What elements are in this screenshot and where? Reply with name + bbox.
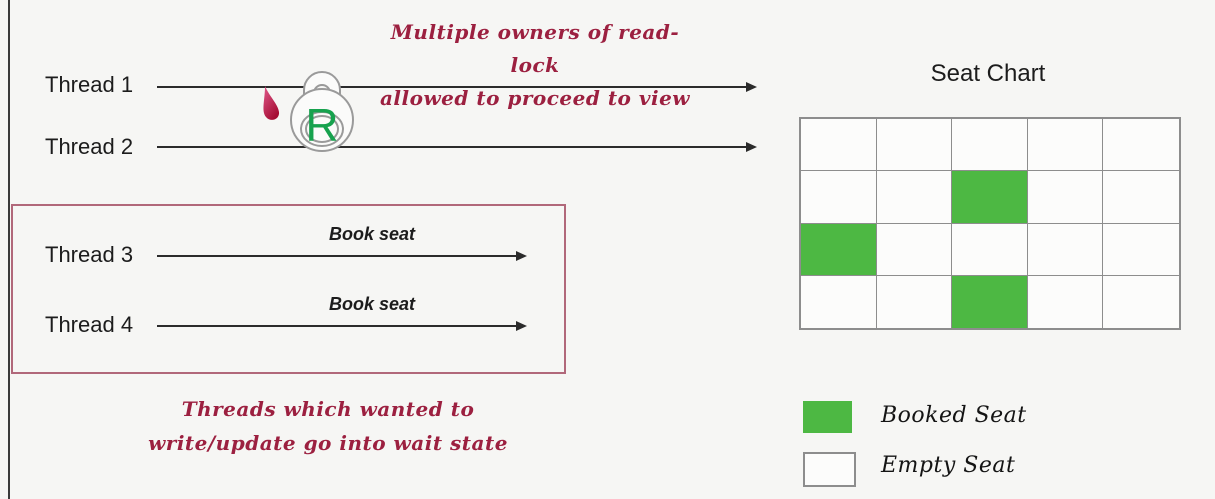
seat-cell-empty: [801, 119, 877, 172]
read-lock-icon: R: [290, 71, 354, 152]
seat-cell-empty: [876, 171, 953, 224]
thread-3-arrow-line: [157, 255, 516, 257]
thread-1-arrow-line: [157, 86, 746, 88]
wait-state-annotation: Threads which wanted to write/update go …: [128, 392, 528, 460]
thread-4-arrowhead-icon: [516, 321, 527, 331]
thread-1-label: Thread 1: [45, 72, 134, 97]
seat-cell-empty: [1103, 275, 1179, 328]
seat-cell-empty: [876, 119, 953, 172]
thread-2-arrow-line: [157, 146, 746, 148]
left-vertical-rule: [8, 0, 10, 499]
thread-4-arrow-line: [157, 325, 516, 327]
seat-cell-empty: [952, 223, 1028, 276]
legend-empty-label: Empty Seat: [881, 453, 1016, 478]
thread-4-label: Thread 4: [45, 312, 134, 337]
thread-3-arrow-caption: Book seat: [328, 224, 416, 244]
seat-cell-empty: [1027, 119, 1104, 172]
seat-cell-empty: [876, 223, 953, 276]
seat-cell-empty: [1103, 119, 1179, 172]
seat-cell-empty: [1027, 171, 1104, 224]
seat-cell-booked: [801, 223, 877, 276]
seat-cell-empty: [952, 119, 1028, 172]
lock-letter: R: [305, 99, 338, 151]
thread-2-arrowhead-icon: [746, 142, 757, 152]
seat-cell-empty: [876, 275, 953, 328]
seat-cell-empty: [1027, 223, 1104, 276]
read-lock-annotation-line2: allowed to proceed to view: [379, 86, 691, 110]
legend-booked-swatch: [803, 401, 852, 433]
thread-4-arrow-caption: Book seat: [328, 294, 416, 314]
seat-cell-booked: [952, 275, 1028, 328]
thread-3-label: Thread 3: [45, 242, 134, 267]
wait-state-box: [11, 204, 566, 374]
seat-cell-booked: [952, 171, 1028, 224]
seat-cell-empty: [801, 171, 877, 224]
seat-cell-empty: [1103, 223, 1179, 276]
legend-booked-label: Booked Seat: [881, 403, 1027, 428]
read-lock-annotation-line1: Multiple owners of read-lock: [390, 20, 680, 77]
read-lock-annotation-emphasis: view: [638, 86, 691, 110]
thread-2-label: Thread 2: [45, 134, 134, 159]
read-lock-annotation: Multiple owners of read-lock allowed to …: [375, 16, 695, 115]
seat-cell-empty: [1103, 171, 1179, 224]
thread-3-arrowhead-icon: [516, 251, 527, 261]
legend-empty-swatch: [803, 452, 856, 487]
seat-grid: [799, 117, 1181, 330]
seat-chart-title: Seat Chart: [930, 60, 1046, 87]
laser-pointer-icon: [263, 86, 280, 120]
wait-state-annotation-line1: Threads which wanted to: [181, 397, 475, 421]
thread-1-arrowhead-icon: [746, 82, 757, 92]
seat-cell-empty: [801, 275, 877, 328]
seat-cell-empty: [1027, 275, 1104, 328]
wait-state-annotation-line2: write/update go into wait state: [148, 431, 508, 455]
